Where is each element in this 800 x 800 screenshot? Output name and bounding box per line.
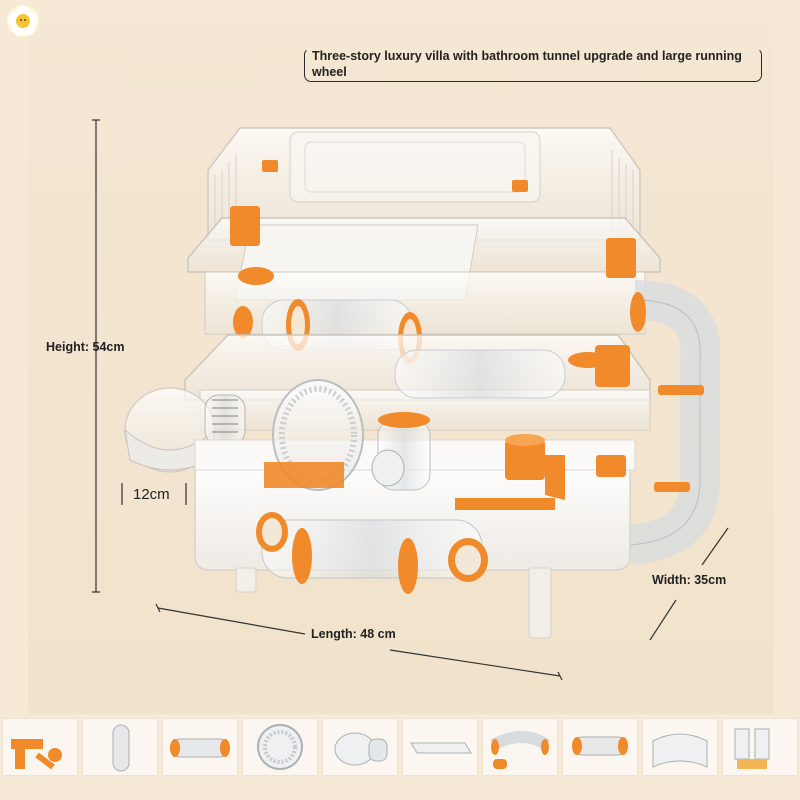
- length-label: Length: 48 cm: [311, 627, 396, 641]
- side-depth-label: 12cm: [133, 486, 170, 503]
- thumbnail-orange-accessories[interactable]: [2, 718, 78, 776]
- thumbnail-running-wheel[interactable]: [242, 718, 318, 776]
- thumbnail-strip: [0, 718, 800, 778]
- thumbnail-curved-tunnel[interactable]: [482, 718, 558, 776]
- thumbnail-clear-tube[interactable]: [82, 718, 158, 776]
- shop-logo-icon: [4, 2, 42, 40]
- product-title: Three-story luxury villa with bathroom t…: [312, 49, 742, 79]
- height-label: Height: 54cm: [46, 340, 125, 354]
- width-label: Width: 35cm: [652, 573, 727, 587]
- thumbnail-connector-tunnel[interactable]: [562, 718, 638, 776]
- thumbnail-clear-curved-panel[interactable]: [642, 718, 718, 776]
- thumbnail-bathroom-dome[interactable]: [322, 718, 398, 776]
- title-callout-frame: [304, 48, 762, 82]
- thumbnail-tunnel-tubes[interactable]: [162, 718, 238, 776]
- thumbnail-clear-parts[interactable]: [722, 718, 798, 776]
- thumbnail-clear-platform[interactable]: [402, 718, 478, 776]
